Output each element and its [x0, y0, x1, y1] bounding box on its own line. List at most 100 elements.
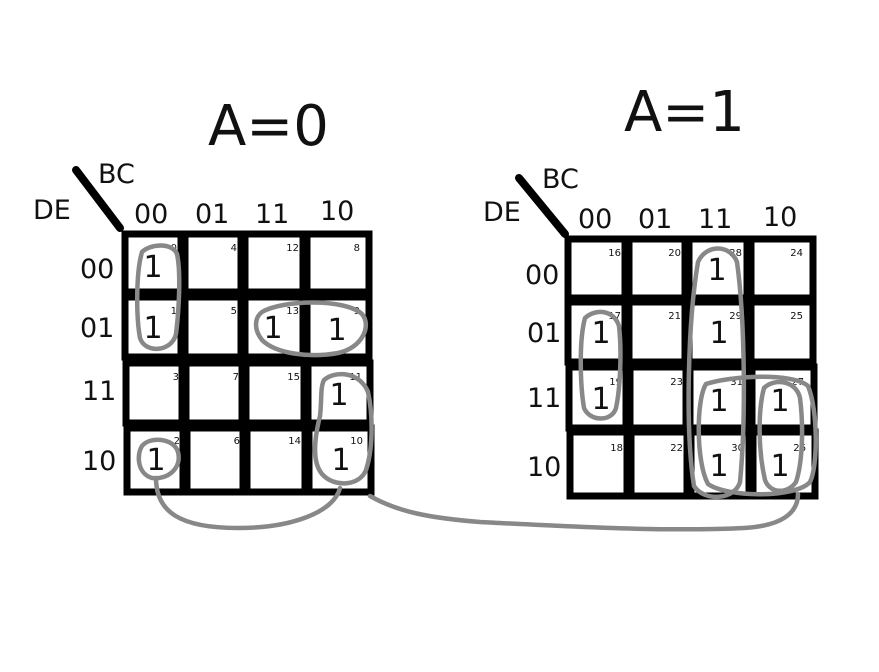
cell-box	[564, 235, 629, 302]
kmap-cell: 5	[181, 293, 245, 361]
cell-value: 1	[709, 316, 728, 351]
kmap-cell: 3	[122, 359, 186, 427]
cell-box	[565, 363, 630, 432]
kmap-cell: 14	[243, 424, 309, 496]
cell-box	[685, 235, 751, 302]
cell-box	[242, 359, 308, 427]
minterm-index: 21	[668, 311, 681, 322]
kmap-cell: 12	[241, 230, 307, 296]
minterm-index: 7	[233, 372, 239, 383]
cell-value: 1	[707, 253, 726, 288]
minterm-index: 19	[609, 377, 622, 388]
minterm-index: 14	[288, 436, 301, 447]
minterm-index: 3	[173, 372, 179, 383]
minterm-index: 2	[174, 436, 180, 447]
kmap-cell: 6	[183, 424, 247, 496]
minterm-index: 4	[231, 243, 237, 254]
col-var-label: BC	[98, 159, 135, 190]
kmap-cell: 1 1	[121, 293, 185, 361]
cell-value: 1	[770, 384, 789, 419]
group-loop	[686, 246, 747, 500]
kmap-cell: 18	[566, 428, 631, 500]
row-header: 11	[527, 383, 561, 414]
cell-value: 1	[143, 311, 162, 346]
cell-box	[122, 359, 186, 427]
row-header: 00	[80, 254, 114, 285]
minterm-index: 30	[731, 443, 744, 454]
row-header: 10	[527, 452, 561, 483]
group-loops	[134, 243, 818, 532]
kmap-cell: 7	[182, 359, 246, 427]
cell-value: 1	[331, 443, 350, 478]
cell-value: 1	[327, 313, 346, 348]
minterm-index: 10	[350, 436, 363, 447]
row-header: 10	[82, 446, 116, 477]
minterm-index: 29	[729, 311, 742, 322]
kmap-cell: 25	[747, 298, 817, 366]
cell-value: 1	[709, 449, 728, 484]
row-header: 11	[82, 376, 116, 407]
cell-box	[747, 298, 817, 366]
minterm-index: 22	[670, 443, 683, 454]
cell-box	[303, 293, 373, 361]
cell-box	[243, 424, 309, 496]
minterm-index: 6	[234, 436, 240, 447]
col-header: 11	[255, 199, 289, 230]
minterm-index: 28	[729, 248, 742, 259]
cell-value: 1	[709, 384, 728, 419]
map-title: A=0	[208, 94, 329, 159]
kmap-cell: 15	[242, 359, 308, 427]
col-header: 01	[195, 199, 229, 230]
kmap-cell: 23	[626, 363, 690, 432]
cell-box	[241, 230, 307, 296]
row-var-label: DE	[483, 197, 521, 228]
minterm-index: 24	[790, 248, 803, 259]
cell-box	[181, 230, 245, 296]
cell-box	[564, 298, 629, 366]
kmap-a1: A=1 BC DE 00 01 11 10 00 01 11 10 16 20 …	[483, 80, 819, 500]
cell-box	[183, 424, 247, 496]
cell-value: 1	[591, 316, 610, 351]
cell-box	[625, 298, 689, 366]
kmap-cell: 0 1	[121, 230, 185, 296]
kmap-cell: 29 1	[685, 298, 751, 366]
col-header: 01	[638, 204, 672, 235]
row-header: 00	[525, 260, 559, 291]
kmap-cell: 19 1	[565, 363, 630, 432]
corner-divider	[515, 174, 569, 238]
minterm-index: 5	[231, 306, 237, 317]
kmap-cell: 22	[627, 428, 691, 500]
group-loop	[696, 374, 818, 497]
kmap-cell: 4	[181, 230, 245, 296]
cell-box	[303, 230, 373, 296]
cell-value: 1	[263, 311, 282, 346]
minterm-index: 18	[610, 443, 623, 454]
group-loop	[312, 371, 374, 486]
col-header: 00	[578, 204, 612, 235]
corner-divider	[72, 166, 124, 232]
cell-box	[748, 363, 818, 432]
minterm-index: 15	[287, 372, 300, 383]
cell-box	[121, 230, 185, 296]
cell-box	[241, 293, 307, 361]
kmap-cell: 21	[625, 298, 689, 366]
minterm-index: 1	[171, 306, 177, 317]
cell-box	[747, 235, 817, 302]
minterm-index: 23	[670, 377, 683, 388]
map-title: A=1	[624, 80, 745, 145]
cell-box	[121, 293, 185, 361]
group-loop	[578, 309, 623, 421]
cell-value: 1	[146, 443, 165, 478]
group-loop	[253, 300, 369, 358]
kmap-cell: 8	[303, 230, 373, 296]
col-header: 10	[763, 202, 797, 233]
cell-box	[626, 363, 690, 432]
row-header: 01	[527, 318, 561, 349]
kmap-cell: 24	[747, 235, 817, 302]
col-header: 00	[134, 199, 168, 230]
minterm-index: 13	[286, 306, 299, 317]
kmap-a0: A=0 BC DE 00 01 11 10 00 01 11 10 0 1 4 …	[33, 94, 375, 496]
kmap-cell: 20	[625, 235, 689, 302]
